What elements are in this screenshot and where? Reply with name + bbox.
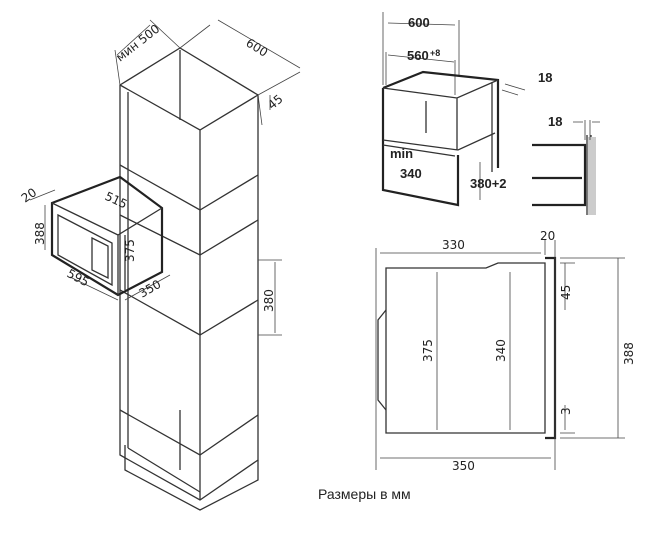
label-350-side: 350 <box>452 459 475 473</box>
label-330: 330 <box>442 238 465 252</box>
caption: Размеры в мм <box>318 486 411 502</box>
label-340-side: 340 <box>494 339 508 362</box>
label-388: 388 <box>33 222 47 245</box>
label-388-side: 388 <box>622 342 636 365</box>
microwave <box>29 175 171 301</box>
label-560-tolerance: +8 <box>430 48 440 58</box>
label-20-side: 20 <box>540 229 555 243</box>
label-380: 380 <box>262 289 276 312</box>
side-view-drawing <box>375 240 625 470</box>
label-515: 515 <box>103 189 130 211</box>
label-min: min <box>390 146 413 161</box>
label-375-side: 375 <box>421 339 435 362</box>
label-20: 20 <box>19 185 40 205</box>
label-3: 3 <box>559 407 573 415</box>
label-600-niche: 600 <box>408 15 430 30</box>
label-45: 45 <box>265 92 286 113</box>
label-375: 375 <box>123 239 137 262</box>
label-18-side: 18 <box>548 114 562 129</box>
niche-drawing <box>381 12 600 215</box>
label-45-side: 45 <box>559 285 573 300</box>
label-340-niche: 340 <box>400 166 422 181</box>
label-min-500: мин 500 <box>113 22 162 65</box>
label-600: 600 <box>243 36 270 60</box>
label-595: 595 <box>65 266 92 289</box>
label-380-2: 380+2 <box>470 176 507 191</box>
label-560: 560 <box>407 48 429 63</box>
tall-cabinet <box>114 19 301 511</box>
label-18-top: 18 <box>538 70 552 85</box>
